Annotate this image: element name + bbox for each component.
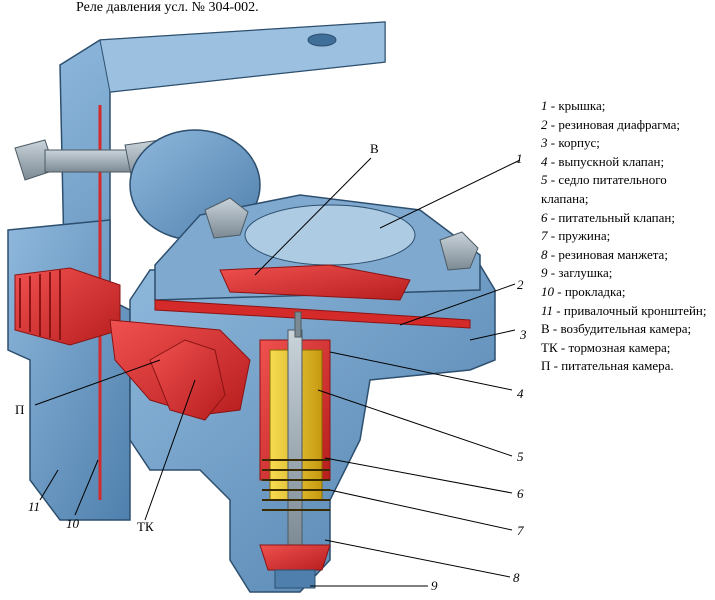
legend-item: 1 - крышка; [541,98,606,113]
label-8: 8 [513,570,520,585]
legend-item: 5 - седло питательного клапана; [541,172,667,206]
legend-item: 8 - резиновая манжета; [541,246,668,262]
rubber-diaphragm [154,299,471,329]
cover-nut-right [439,231,479,271]
valve-assembly [259,311,331,589]
label-v: В [370,141,379,156]
legend-item: 9 - заглушка; [541,265,613,281]
pressure-relay-illustration: В П ТК 1 2 3 4 5 6 7 8 9 10 11 [7,21,527,593]
brake-chamber [149,339,226,421]
diagram-title: Реле давления усл. № 304-002. [76,0,259,15]
legend-item: 6 - питательный клапан; [541,209,675,225]
parts-legend: 1 - крышка; 2 - резиновая диафрагма; 3 -… [541,97,713,376]
legend-item: 10 - прокладка; [541,283,626,299]
label-3: 3 [519,327,527,342]
legend-item: В - возбудительная камера; [541,321,692,337]
legend-item: П - питательная камера. [541,358,674,374]
leader-lines [34,157,521,587]
spring [262,459,330,511]
label-9: 9 [431,578,438,593]
label-2: 2 [517,277,524,292]
label-10: 10 [66,516,80,531]
label-5: 5 [517,449,524,464]
legend-item: 11 - привалочный кронштейн; [541,302,707,318]
label-tk: ТК [137,519,154,534]
legend-item: 7 - пружина; [541,228,611,244]
label-11: 11 [28,499,40,514]
cover-nut-left [204,197,249,239]
legend-item: 3 - корпус; [541,135,600,151]
label-4: 4 [517,386,524,401]
label-p: П [15,402,24,417]
plug [274,569,316,589]
label-1: 1 [516,151,523,166]
legend-item: 4 - выпускной клапан; [541,153,665,169]
legend-item: 2 - резиновая диафрагма; [541,116,680,132]
legend-item: ТК - тормозная камера; [541,339,671,355]
rubber-cuff [259,544,331,571]
label-6: 6 [517,486,524,501]
valve-stem [287,329,303,551]
excitation-chamber [219,264,411,301]
label-7: 7 [517,523,524,538]
